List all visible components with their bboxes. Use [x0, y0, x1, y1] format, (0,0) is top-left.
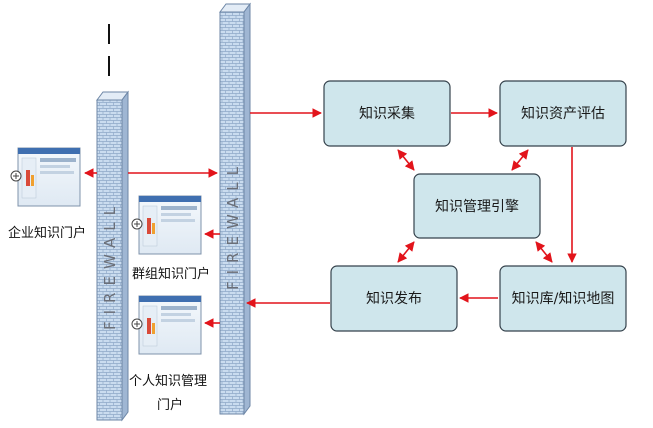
knowledge-repository-map-node: 知识库/知识地图 [499, 265, 627, 332]
personal-portal-label-line2: 门户 [157, 397, 183, 413]
knowledge-collection-node: 知识采集 [323, 80, 451, 147]
enterprise-portal-label: 企业知识门户 [8, 225, 86, 241]
knowledge-publishing-label: 知识发布 [366, 290, 422, 307]
knowledge-collection-label: 知识采集 [359, 105, 415, 122]
left-firewall-label: FIREWALL [101, 200, 119, 330]
left-firewall: FIREWALL [96, 90, 129, 422]
knowledge-publishing-node: 知识发布 [330, 265, 458, 332]
group-portal-label: 群组知识门户 [132, 266, 210, 282]
arrow-assessment-engine [511, 149, 529, 171]
arrow-collection-engine [397, 149, 415, 171]
enterprise-portal-screenshot [10, 147, 81, 207]
right-firewall-label: FIREWALL [224, 160, 242, 290]
knowledge-repository-map-label: 知识库/知识地图 [512, 290, 615, 307]
knowledge-management-engine-label: 知识管理引擎 [435, 198, 519, 215]
personal-portal-label-line1: 个人知识管理 [129, 373, 207, 389]
personal-portal-screenshot [131, 295, 202, 355]
knowledge-management-engine-node: 知识管理引擎 [413, 173, 541, 239]
arrow-engine-publishing [397, 241, 415, 263]
right-firewall: FIREWALL [219, 2, 251, 416]
group-portal-screenshot [131, 195, 202, 255]
knowledge-asset-assessment-node: 知识资产评估 [499, 80, 627, 147]
arrow-engine-repository [535, 241, 553, 263]
knowledge-asset-assessment-label: 知识资产评估 [521, 105, 605, 122]
